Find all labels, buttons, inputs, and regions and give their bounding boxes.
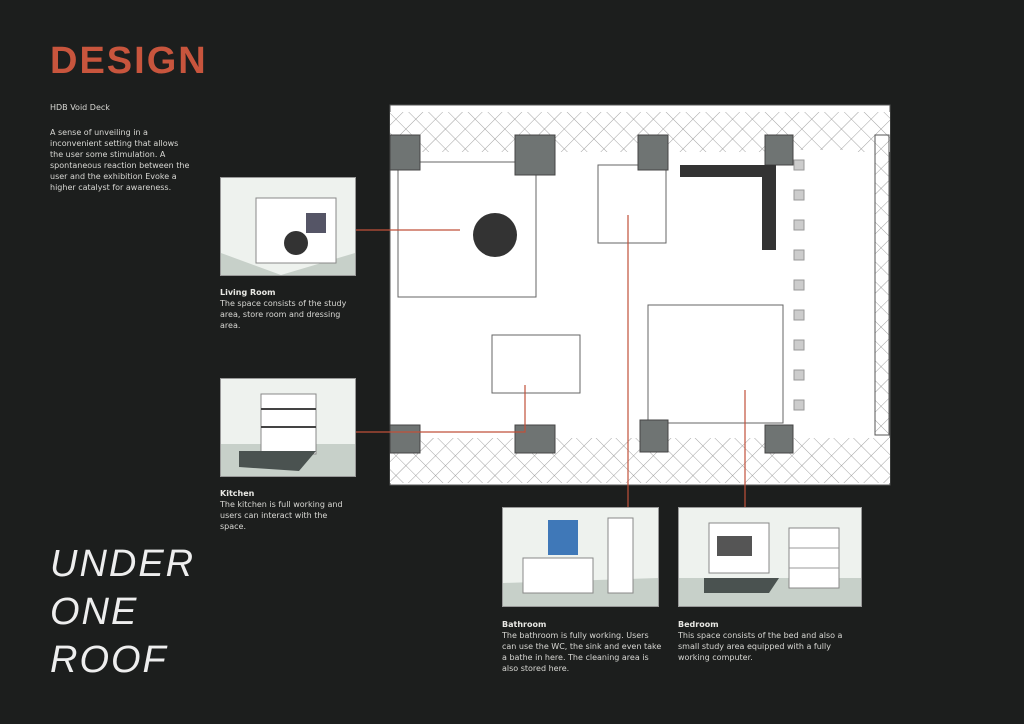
bedroom-render [678, 507, 862, 607]
tagline: UNDER ONE ROOF [50, 540, 195, 684]
caption-title: Bedroom [678, 620, 719, 629]
tagline-line: ONE [50, 591, 139, 633]
kitchen-caption: Kitchen The kitchen is full working and … [220, 488, 345, 532]
caption-text: The kitchen is full working and users ca… [220, 500, 343, 531]
kitchen-render [220, 378, 356, 477]
tagline-line: UNDER [50, 543, 196, 585]
caption-text: This space consists of the bed and also … [678, 631, 843, 662]
tagline-line: ROOF [50, 639, 168, 681]
bedroom-caption: Bedroom This space consists of the bed a… [678, 619, 853, 663]
caption-text: The space consists of the study area, st… [220, 299, 347, 330]
caption-title: Living Room [220, 288, 276, 297]
bathroom-caption: Bathroom The bathroom is fully working. … [502, 619, 662, 674]
page-title: DESIGN [50, 40, 208, 82]
bathroom-render [502, 507, 659, 607]
living-room-render [220, 177, 356, 276]
intro-text: A sense of unveiling in a inconvenient s… [50, 128, 190, 192]
subtitle: HDB Void Deck [50, 103, 110, 112]
caption-title: Kitchen [220, 489, 255, 498]
caption-text: The bathroom is fully working. Users can… [502, 631, 662, 673]
living-room-caption: Living Room The space consists of the st… [220, 287, 360, 331]
caption-title: Bathroom [502, 620, 547, 629]
